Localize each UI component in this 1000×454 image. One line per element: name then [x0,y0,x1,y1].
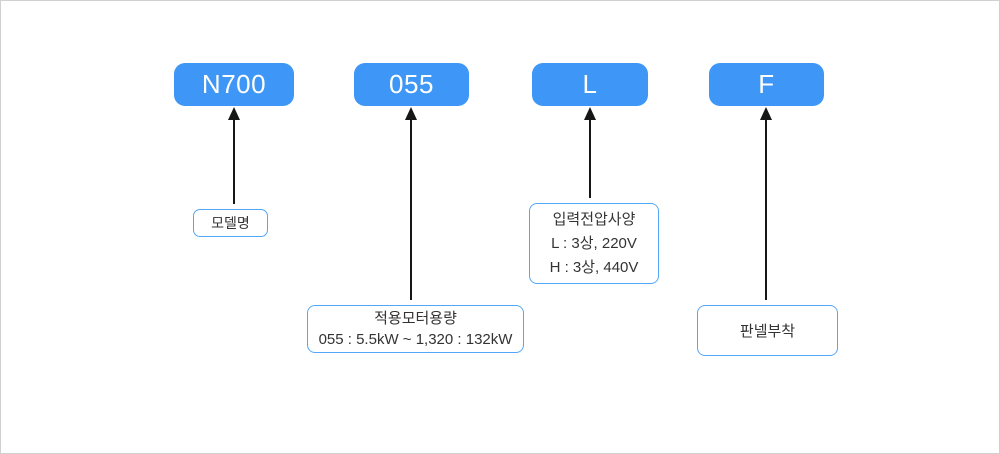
model-code-chip-f: F [709,63,824,106]
description-line: L : 3상, 220V [551,234,637,252]
model-code-label: F [758,69,775,99]
model-code-chip-055: 055 [354,63,469,106]
description-line: H : 3상, 440V [549,258,639,276]
model-code-label: 055 [389,69,434,99]
description-box-input-voltage: 입력전압사양 L : 3상, 220V H : 3상, 440V [529,203,659,284]
model-code-label: N700 [201,69,267,99]
description-line: 모델명 [211,215,250,231]
arrow-up-icon [760,107,772,120]
description-title: 적용모터용량 [374,310,457,327]
description-box-model-name: 모델명 [193,209,268,237]
description-box-motor-capacity: 적용모터용량 055 : 5.5kW ~ 1,320 : 132kW [307,305,524,353]
model-code-chip-l: L [532,63,648,106]
arrow-up-icon [405,107,417,120]
arrow-line [410,119,412,300]
description-line: 055 : 5.5kW ~ 1,320 : 132kW [318,331,513,348]
arrow-up-icon [584,107,596,120]
arrow-line [589,119,591,198]
description-box-panel-mount: 판넬부착 [697,305,838,356]
model-code-label: L [582,69,598,99]
arrow-line [765,119,767,300]
arrow-line [233,119,235,204]
arrow-up-icon [228,107,240,120]
description-title: 입력전압사양 [552,210,636,228]
description-line: 판넬부착 [739,323,796,340]
model-code-chip-n700: N700 [174,63,294,106]
